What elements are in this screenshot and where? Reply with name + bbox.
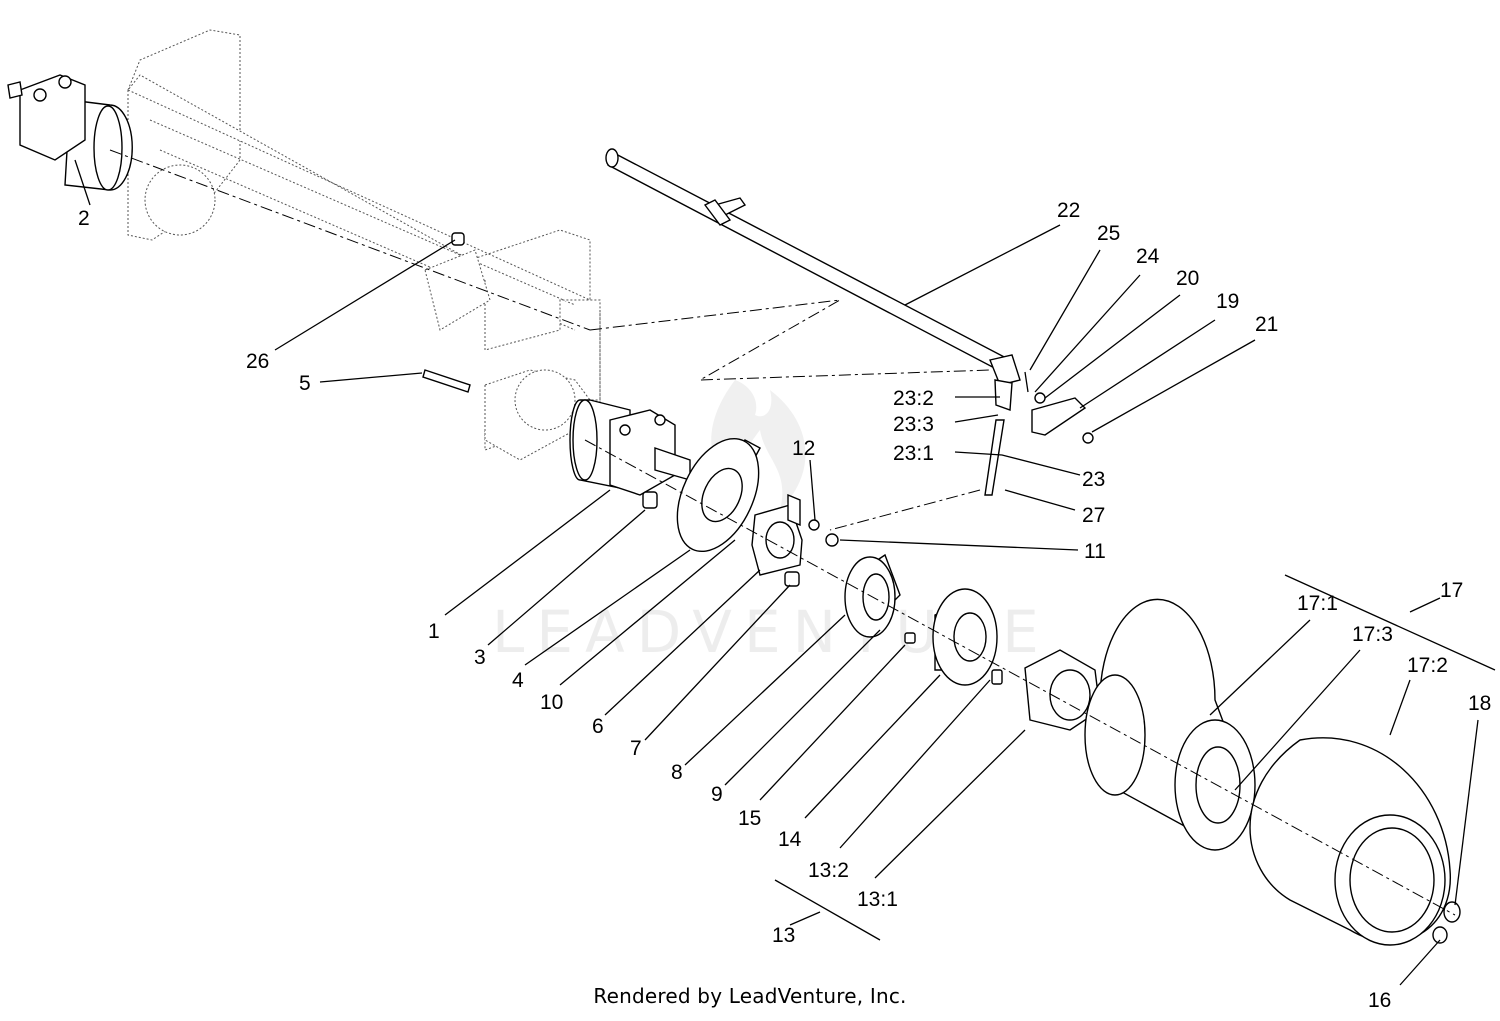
callout-1: 1	[428, 620, 440, 643]
callout-15: 15	[738, 807, 761, 830]
callout-13-1: 13:1	[857, 888, 898, 911]
callout-17: 17	[1440, 579, 1463, 602]
callout-23: 23	[1082, 468, 1105, 491]
callout-8: 8	[671, 761, 683, 784]
callout-9: 9	[711, 783, 723, 806]
callout-16: 16	[1368, 989, 1391, 1012]
callout-11: 11	[1084, 540, 1106, 563]
footer-credit: Rendered by LeadVenture, Inc.	[593, 984, 907, 1008]
tire	[1249, 737, 1461, 946]
callout-13-2: 13:2	[808, 859, 849, 882]
leader-lines	[74, 159, 1496, 986]
callout-4: 4	[512, 669, 524, 692]
hydraulic-motor-main	[569, 399, 691, 509]
wheel-hub	[844, 553, 901, 638]
callout-12: 12	[792, 437, 815, 460]
callout-19: 19	[1216, 290, 1239, 313]
brake-disk	[676, 437, 761, 553]
callout-10: 10	[540, 691, 563, 714]
callout-2: 2	[78, 207, 90, 230]
hydraulic-motor-top	[7, 74, 133, 191]
small-hardware	[422, 232, 471, 393]
callout-17-1: 17:1	[1297, 592, 1338, 615]
control-rod	[605, 148, 1021, 386]
callout-25: 25	[1097, 222, 1120, 245]
callout-23-2: 23:2	[893, 387, 934, 410]
callout-18: 18	[1468, 692, 1491, 715]
brake-bracket	[751, 493, 839, 587]
centerlines	[109, 149, 1456, 916]
callout-27: 27	[1082, 504, 1105, 527]
frame-phantom	[127, 29, 601, 461]
callout-22: 22	[1057, 199, 1080, 222]
callout-7: 7	[630, 737, 642, 760]
callout-20: 20	[1176, 267, 1199, 290]
callout-23-3: 23:3	[893, 413, 934, 436]
callout-17-2: 17:2	[1407, 654, 1448, 677]
spacer	[904, 588, 998, 686]
callout-26: 26	[246, 350, 269, 373]
wheel-rim	[1084, 598, 1256, 851]
callout-24: 24	[1136, 245, 1160, 268]
callout-5: 5	[299, 372, 311, 395]
callout-6: 6	[592, 715, 604, 738]
callout-labels: 2 26 5 22 25 24 20 19 21 23:2 23:3 23:1 …	[78, 199, 1491, 1012]
callout-23-1: 23:1	[893, 442, 934, 465]
callout-3: 3	[474, 646, 486, 669]
callout-21: 21	[1255, 313, 1278, 336]
callout-13: 13	[772, 924, 795, 947]
callout-17-3: 17:3	[1352, 623, 1393, 646]
coupler	[991, 649, 1101, 731]
linkage	[984, 371, 1094, 496]
callout-14: 14	[778, 828, 802, 851]
